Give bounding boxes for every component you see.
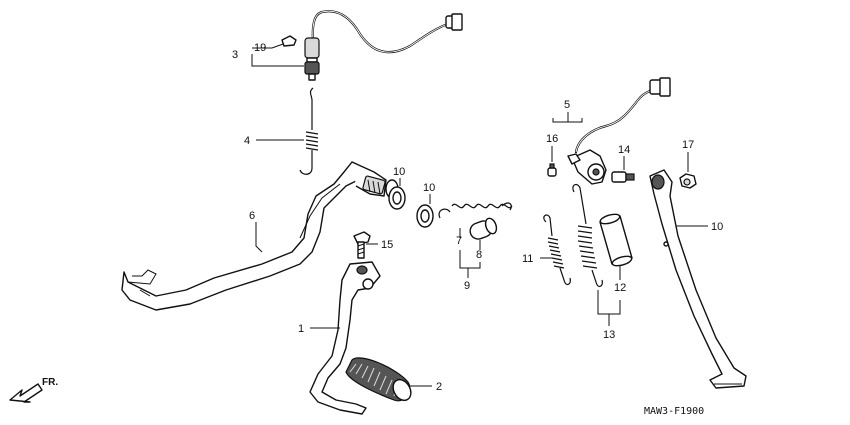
callout-13: 12	[614, 266, 626, 294]
callout-10b: 10	[423, 182, 435, 204]
callout-label: 15	[381, 239, 393, 251]
callout-7: 7	[456, 228, 462, 247]
callout-3: 3	[232, 47, 304, 67]
callout-label: 8	[476, 249, 482, 261]
pedal-lever-1	[309, 261, 381, 415]
washer-10b	[416, 204, 434, 228]
callout-9: 9	[459, 250, 481, 292]
return-spring-4	[299, 87, 319, 175]
diagram-code: MAW3-F1900	[644, 406, 704, 417]
callout-label: 14	[618, 144, 630, 156]
callout-label: 1	[298, 323, 304, 335]
collar-13	[599, 213, 633, 267]
callout-label: 12	[614, 282, 626, 294]
front-direction-arrow: FR.	[9, 377, 58, 403]
callout-label: 2	[436, 381, 442, 393]
side-stand-switch-5	[567, 77, 671, 185]
spring-14	[572, 183, 603, 288]
callout-10a: 10	[393, 166, 405, 186]
pedal-rubber-2	[345, 357, 412, 402]
callout-label: 11	[522, 253, 533, 265]
callout-label: 5	[564, 99, 570, 111]
callout-15: 14	[618, 144, 630, 170]
neutral-switch-assembly	[281, 10, 463, 81]
callout-label: 4	[244, 135, 250, 147]
callout-label: 7	[456, 235, 462, 247]
callout-6: 6	[249, 210, 263, 253]
callout-19: 19	[254, 42, 284, 54]
washer-10a	[388, 186, 406, 210]
callout-2: 2	[410, 381, 442, 393]
spring-12	[543, 214, 571, 286]
callout-label: 10	[711, 221, 723, 233]
callout-label: 16	[546, 133, 558, 145]
callout-label: 19	[254, 42, 266, 54]
callout-label: 3	[232, 49, 238, 61]
callout-label: 9	[464, 280, 470, 292]
callout-4: 4	[244, 135, 304, 147]
side-stand-11	[649, 169, 747, 389]
callout-16: 15	[366, 239, 393, 251]
callout-5: 5	[552, 99, 583, 123]
direction-label: FR.	[42, 377, 58, 388]
callout-8: 8	[476, 240, 482, 261]
spring-7	[438, 202, 513, 219]
nut-18	[679, 173, 697, 189]
bolt-16	[353, 231, 371, 259]
callout-1: 1	[298, 323, 340, 335]
callout-14: 13	[597, 290, 621, 341]
callout-18: 17	[682, 139, 694, 172]
callout-label: 6	[249, 210, 255, 222]
collar-8	[469, 217, 498, 240]
callout-label: 10	[393, 166, 405, 178]
screw-17	[547, 163, 557, 177]
callout-label: 17	[682, 139, 694, 151]
callout-12: 11	[522, 253, 552, 265]
callout-17: 16	[546, 133, 558, 162]
callout-label: 10	[423, 182, 435, 194]
callout-label: 13	[603, 329, 615, 341]
bolt-15	[611, 171, 635, 183]
callout-11: 10	[676, 221, 723, 233]
